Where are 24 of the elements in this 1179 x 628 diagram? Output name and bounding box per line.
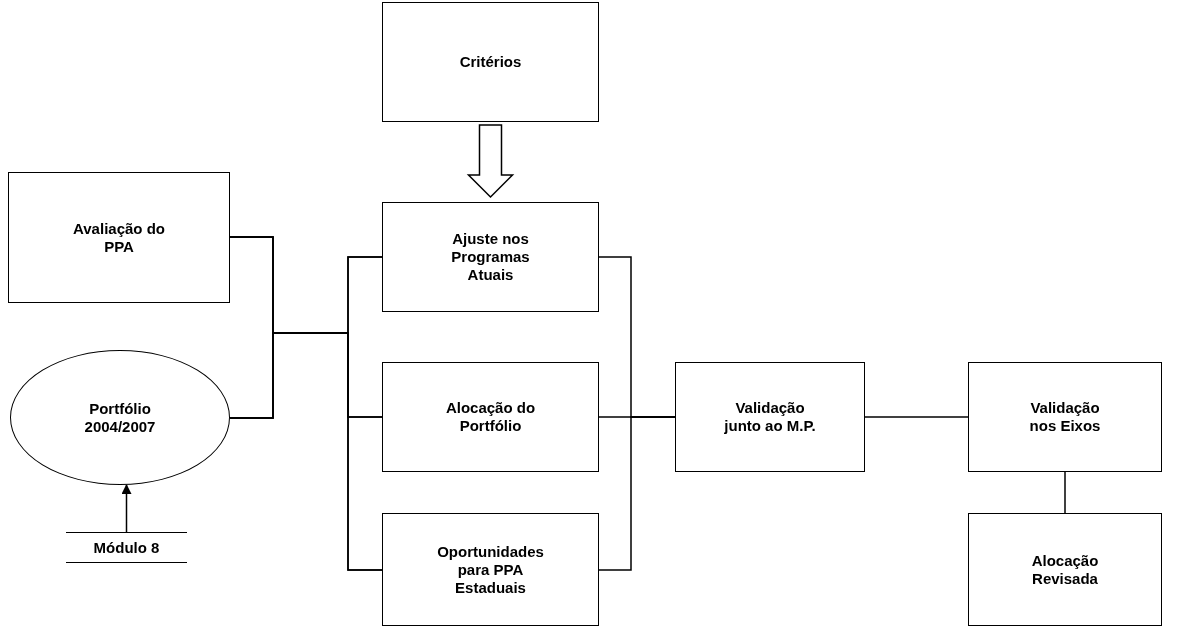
process-box <box>968 362 1162 472</box>
node-label: Ajuste nos Programas Atuais <box>450 230 531 284</box>
process-box <box>382 202 599 312</box>
node-label: Avaliação do PPA <box>72 219 166 256</box>
node-label: Validação junto ao M.P. <box>724 399 816 435</box>
connector-line <box>229 332 383 571</box>
node-label: Critérios <box>459 53 522 71</box>
connector-line <box>1064 471 1066 514</box>
connector-line <box>598 416 676 571</box>
process-box <box>382 2 599 122</box>
node-label: Validação nos Eixos <box>1028 399 1102 435</box>
process-box <box>675 362 865 472</box>
process-box <box>382 513 599 626</box>
node-label: Oportunidades para PPA Estaduais <box>436 542 545 597</box>
process-box <box>8 172 230 303</box>
block-arrow <box>466 124 515 199</box>
connector-line <box>864 416 969 418</box>
node-label: Alocação Revisada <box>1030 551 1100 588</box>
node-label: Portfólio 2004/2007 <box>83 399 157 436</box>
node-label: Alocação do Portfólio <box>444 399 537 435</box>
node-label: Módulo 8 <box>93 538 160 557</box>
process-box <box>968 513 1162 626</box>
arrow <box>121 484 132 533</box>
process-box <box>382 362 599 472</box>
